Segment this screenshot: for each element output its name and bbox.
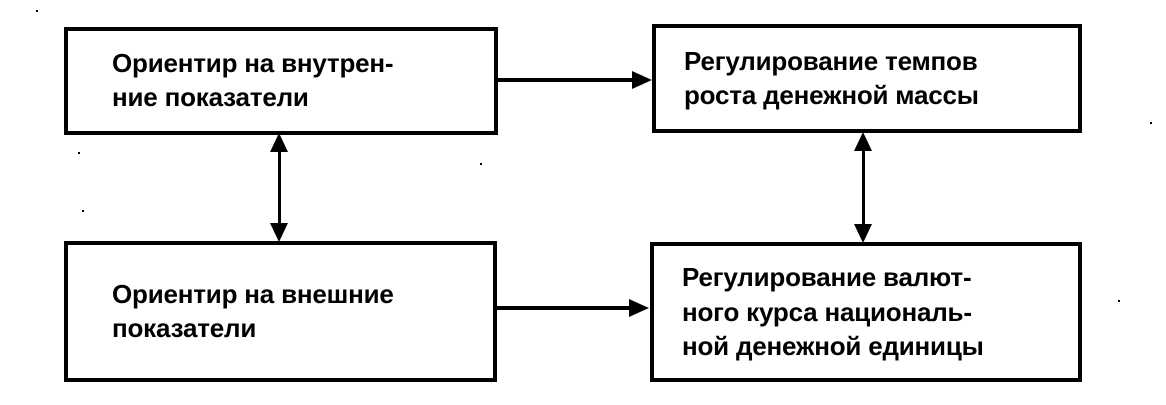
connector-internal-external-link <box>270 133 290 242</box>
scan-speckle <box>1118 300 1120 302</box>
connector-external-to-exchange <box>495 299 653 317</box>
scan-speckle <box>82 210 84 212</box>
node-money-supply-regulation-label: Регулирование темпов роста денежной масс… <box>684 45 979 110</box>
arrow-head-down-icon <box>854 224 872 243</box>
node-exchange-rate-regulation-label: Регулирование валют- ного курса национал… <box>682 261 984 362</box>
connector-internal-to-money <box>496 71 654 89</box>
scan-speckle <box>1150 122 1152 124</box>
node-internal-benchmark[interactable]: Ориентир на внутрен- ние показатели <box>64 27 498 135</box>
node-external-benchmark-label: Ориентир на внешние показатели <box>112 278 394 343</box>
scan-speckle <box>78 152 80 154</box>
connector-line <box>495 306 633 310</box>
node-money-supply-regulation[interactable]: Регулирование темпов роста денежной масс… <box>652 24 1082 133</box>
connector-money-exchange-link <box>854 132 874 243</box>
arrow-head-up-icon <box>270 133 288 152</box>
arrow-head-right-icon <box>632 71 652 89</box>
node-external-benchmark[interactable]: Ориентир на внешние показатели <box>64 241 497 382</box>
arrow-head-up-icon <box>854 132 872 151</box>
node-exchange-rate-regulation[interactable]: Регулирование валют- ного курса национал… <box>650 242 1082 382</box>
connector-line <box>496 78 636 82</box>
connector-line <box>278 147 281 228</box>
arrow-head-right-icon <box>629 299 649 317</box>
arrow-head-down-icon <box>270 223 288 242</box>
node-internal-benchmark-label: Ориентир на внутрен- ние показатели <box>112 48 394 112</box>
scan-speckle <box>480 163 482 165</box>
scan-speckle <box>36 10 38 12</box>
connector-line <box>862 146 865 229</box>
